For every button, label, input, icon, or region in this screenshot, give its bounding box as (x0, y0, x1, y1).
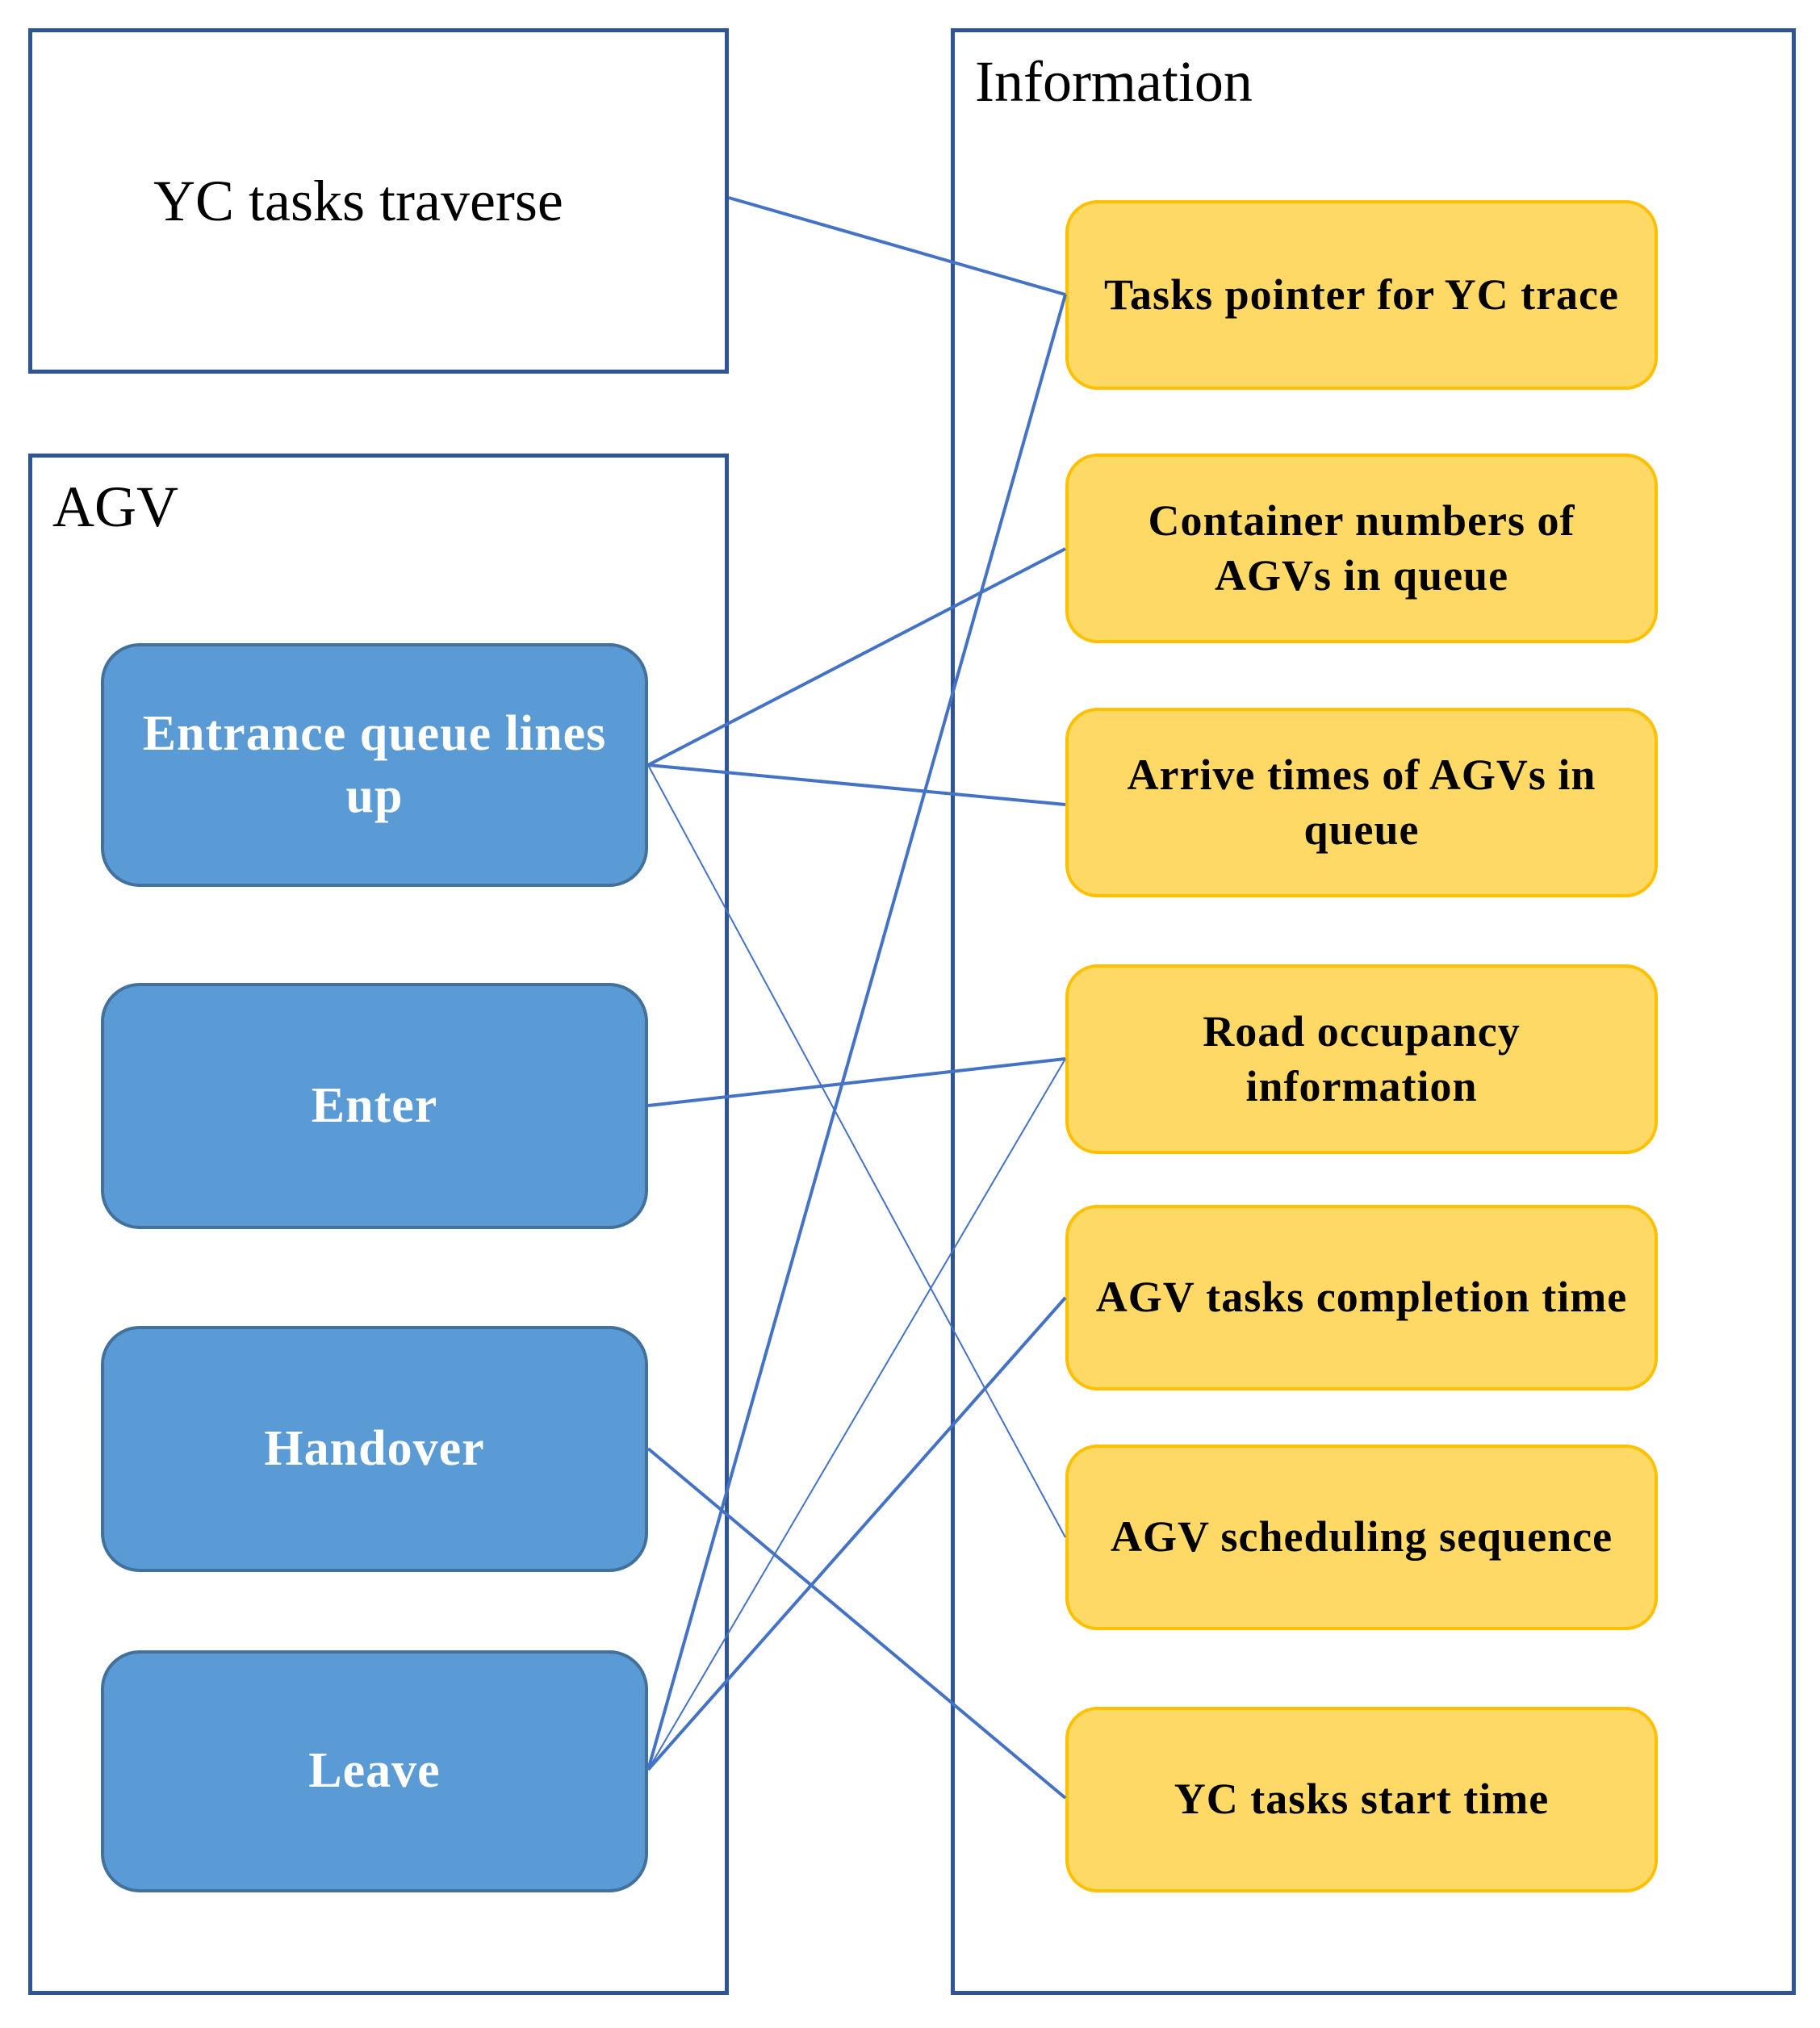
info-label: AGV scheduling sequence (1110, 1512, 1613, 1562)
event-box-handover: Handover (101, 1326, 648, 1572)
event-box-entrance-queue: Entrance queue lines up (101, 643, 648, 887)
event-box-leave: Leave (101, 1650, 648, 1892)
info-box-scheduling-sequence: AGV scheduling sequence (1065, 1445, 1658, 1630)
info-label: Road occupancy information (1203, 1007, 1521, 1110)
info-box-tasks-pointer: Tasks pointer for YC trace (1065, 200, 1658, 390)
yc-panel-title: YC tasks traverse (153, 169, 563, 233)
info-label: Arrive times of AGVs in queue (1127, 751, 1596, 854)
info-box-completion-time: AGV tasks completion time (1065, 1205, 1658, 1390)
info-box-road-occupancy: Road occupancy information (1065, 964, 1658, 1154)
info-label: AGV tasks completion time (1095, 1273, 1628, 1322)
yc-panel: YC tasks traverse (28, 28, 729, 374)
info-panel-title: Information (975, 49, 1253, 114)
info-label: Container numbers of AGVs in queue (1148, 496, 1575, 600)
event-label: Leave (308, 1743, 441, 1799)
info-label: Tasks pointer for YC trace (1104, 270, 1619, 319)
info-box-yc-start-time: YC tasks start time (1065, 1707, 1658, 1892)
event-label: Enter (311, 1077, 438, 1133)
event-label: Entrance queue lines up (142, 705, 607, 824)
event-label: Handover (264, 1420, 485, 1476)
info-box-arrive-times: Arrive times of AGVs in queue (1065, 708, 1658, 897)
info-box-container-numbers: Container numbers of AGVs in queue (1065, 454, 1658, 643)
event-box-enter: Enter (101, 983, 648, 1229)
info-label: YC tasks start time (1174, 1775, 1550, 1824)
agv-panel-title: AGV (52, 475, 178, 539)
